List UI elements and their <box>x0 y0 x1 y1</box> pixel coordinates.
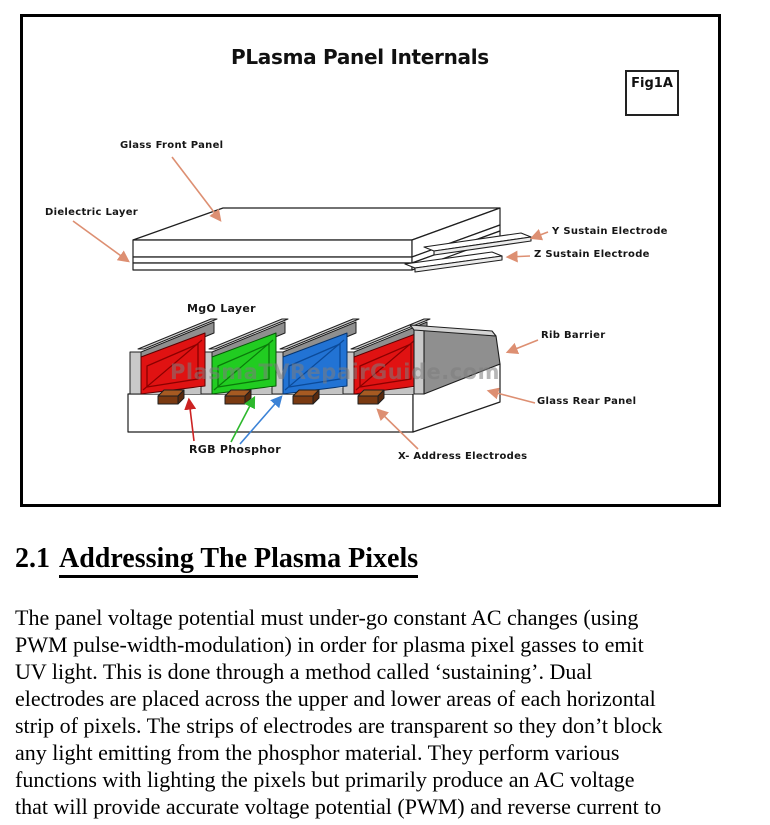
label-z-sustain-electrode: Z Sustain Electrode <box>534 249 650 260</box>
label-y-sustain-electrode: Y Sustain Electrode <box>552 226 668 237</box>
paragraph-line: functions with lighting the pixels but p… <box>15 767 635 792</box>
section-number: 2.1 <box>15 543 50 574</box>
paragraph-line: UV light. This is done through a method … <box>15 659 593 684</box>
x-address-electrode-4 <box>357 389 385 405</box>
rgb-phosphor-arrow-blue <box>239 395 283 445</box>
z-sustain-arrow <box>505 250 531 263</box>
rib-barrier-5-large <box>409 324 501 395</box>
paragraph-line: PWM pulse-width-modulation) in order for… <box>15 632 644 657</box>
annotation-arrows <box>72 156 549 450</box>
figure-title: PLasma Panel Internals <box>231 45 489 69</box>
label-rib-barrier: Rib Barrier <box>541 330 606 341</box>
rib-barrier-arrow <box>505 339 539 355</box>
label-rgb-phosphor: RGB Phosphor <box>189 443 281 456</box>
phosphor-green <box>211 332 277 395</box>
x-address-electrode-2 <box>224 389 252 405</box>
paragraph-line: any light emitting from the phosphor mat… <box>15 740 620 765</box>
dielectric-layer-shape <box>132 262 413 271</box>
label-dielectric-layer: Dielectric Layer <box>45 207 139 218</box>
label-mgo-layer: MgO Layer <box>187 302 256 315</box>
paragraph-line: that will provide accurate voltage poten… <box>15 794 662 819</box>
section-title: Addressing The Plasma Pixels <box>59 543 419 578</box>
figure-reference-box: Fig1A <box>625 70 679 116</box>
label-glass-rear-panel: Glass Rear Panel <box>537 396 637 407</box>
x-address-arrow <box>376 408 419 450</box>
y-sustain-electrode-shape <box>423 232 532 256</box>
y-sustain-arrow <box>529 229 549 241</box>
paragraph-line: The panel voltage potential must under-g… <box>15 605 639 630</box>
rgb-phosphor-arrow-red <box>184 397 197 442</box>
figure-reference-label: Fig1A <box>631 76 673 91</box>
rgb-phosphor-shapes <box>140 332 419 395</box>
z-sustain-electrode-shape <box>404 251 503 273</box>
phosphor-red-1 <box>140 332 206 395</box>
label-glass-front-panel: Glass Front Panel <box>120 140 224 151</box>
dielectric-layer-arrow <box>72 220 130 263</box>
glass-rear-panel-shape <box>127 363 501 433</box>
paragraph-line: electrodes are placed across the upper a… <box>15 686 656 711</box>
glass-front-panel-arrow <box>171 156 222 222</box>
plasma-panel-diagram <box>72 156 549 450</box>
x-address-electrode-3 <box>292 389 320 405</box>
rgb-phosphor-arrow-green <box>230 395 256 443</box>
x-address-electrode-shapes <box>157 389 385 405</box>
glass-rear-panel-arrow <box>486 387 536 404</box>
body-paragraph: The panel voltage potential must under-g… <box>15 604 767 820</box>
phosphor-blue <box>282 332 348 395</box>
section-heading: 2.1 Addressing The Plasma Pixels <box>15 543 419 578</box>
watermark-text: PlasmaTVRepairGuide.com <box>170 360 500 384</box>
paragraph-line: strip of pixels. The strips of electrode… <box>15 713 663 738</box>
x-address-electrode-1 <box>157 389 185 405</box>
label-x-address-electrodes: X- Address Electrodes <box>398 451 528 462</box>
